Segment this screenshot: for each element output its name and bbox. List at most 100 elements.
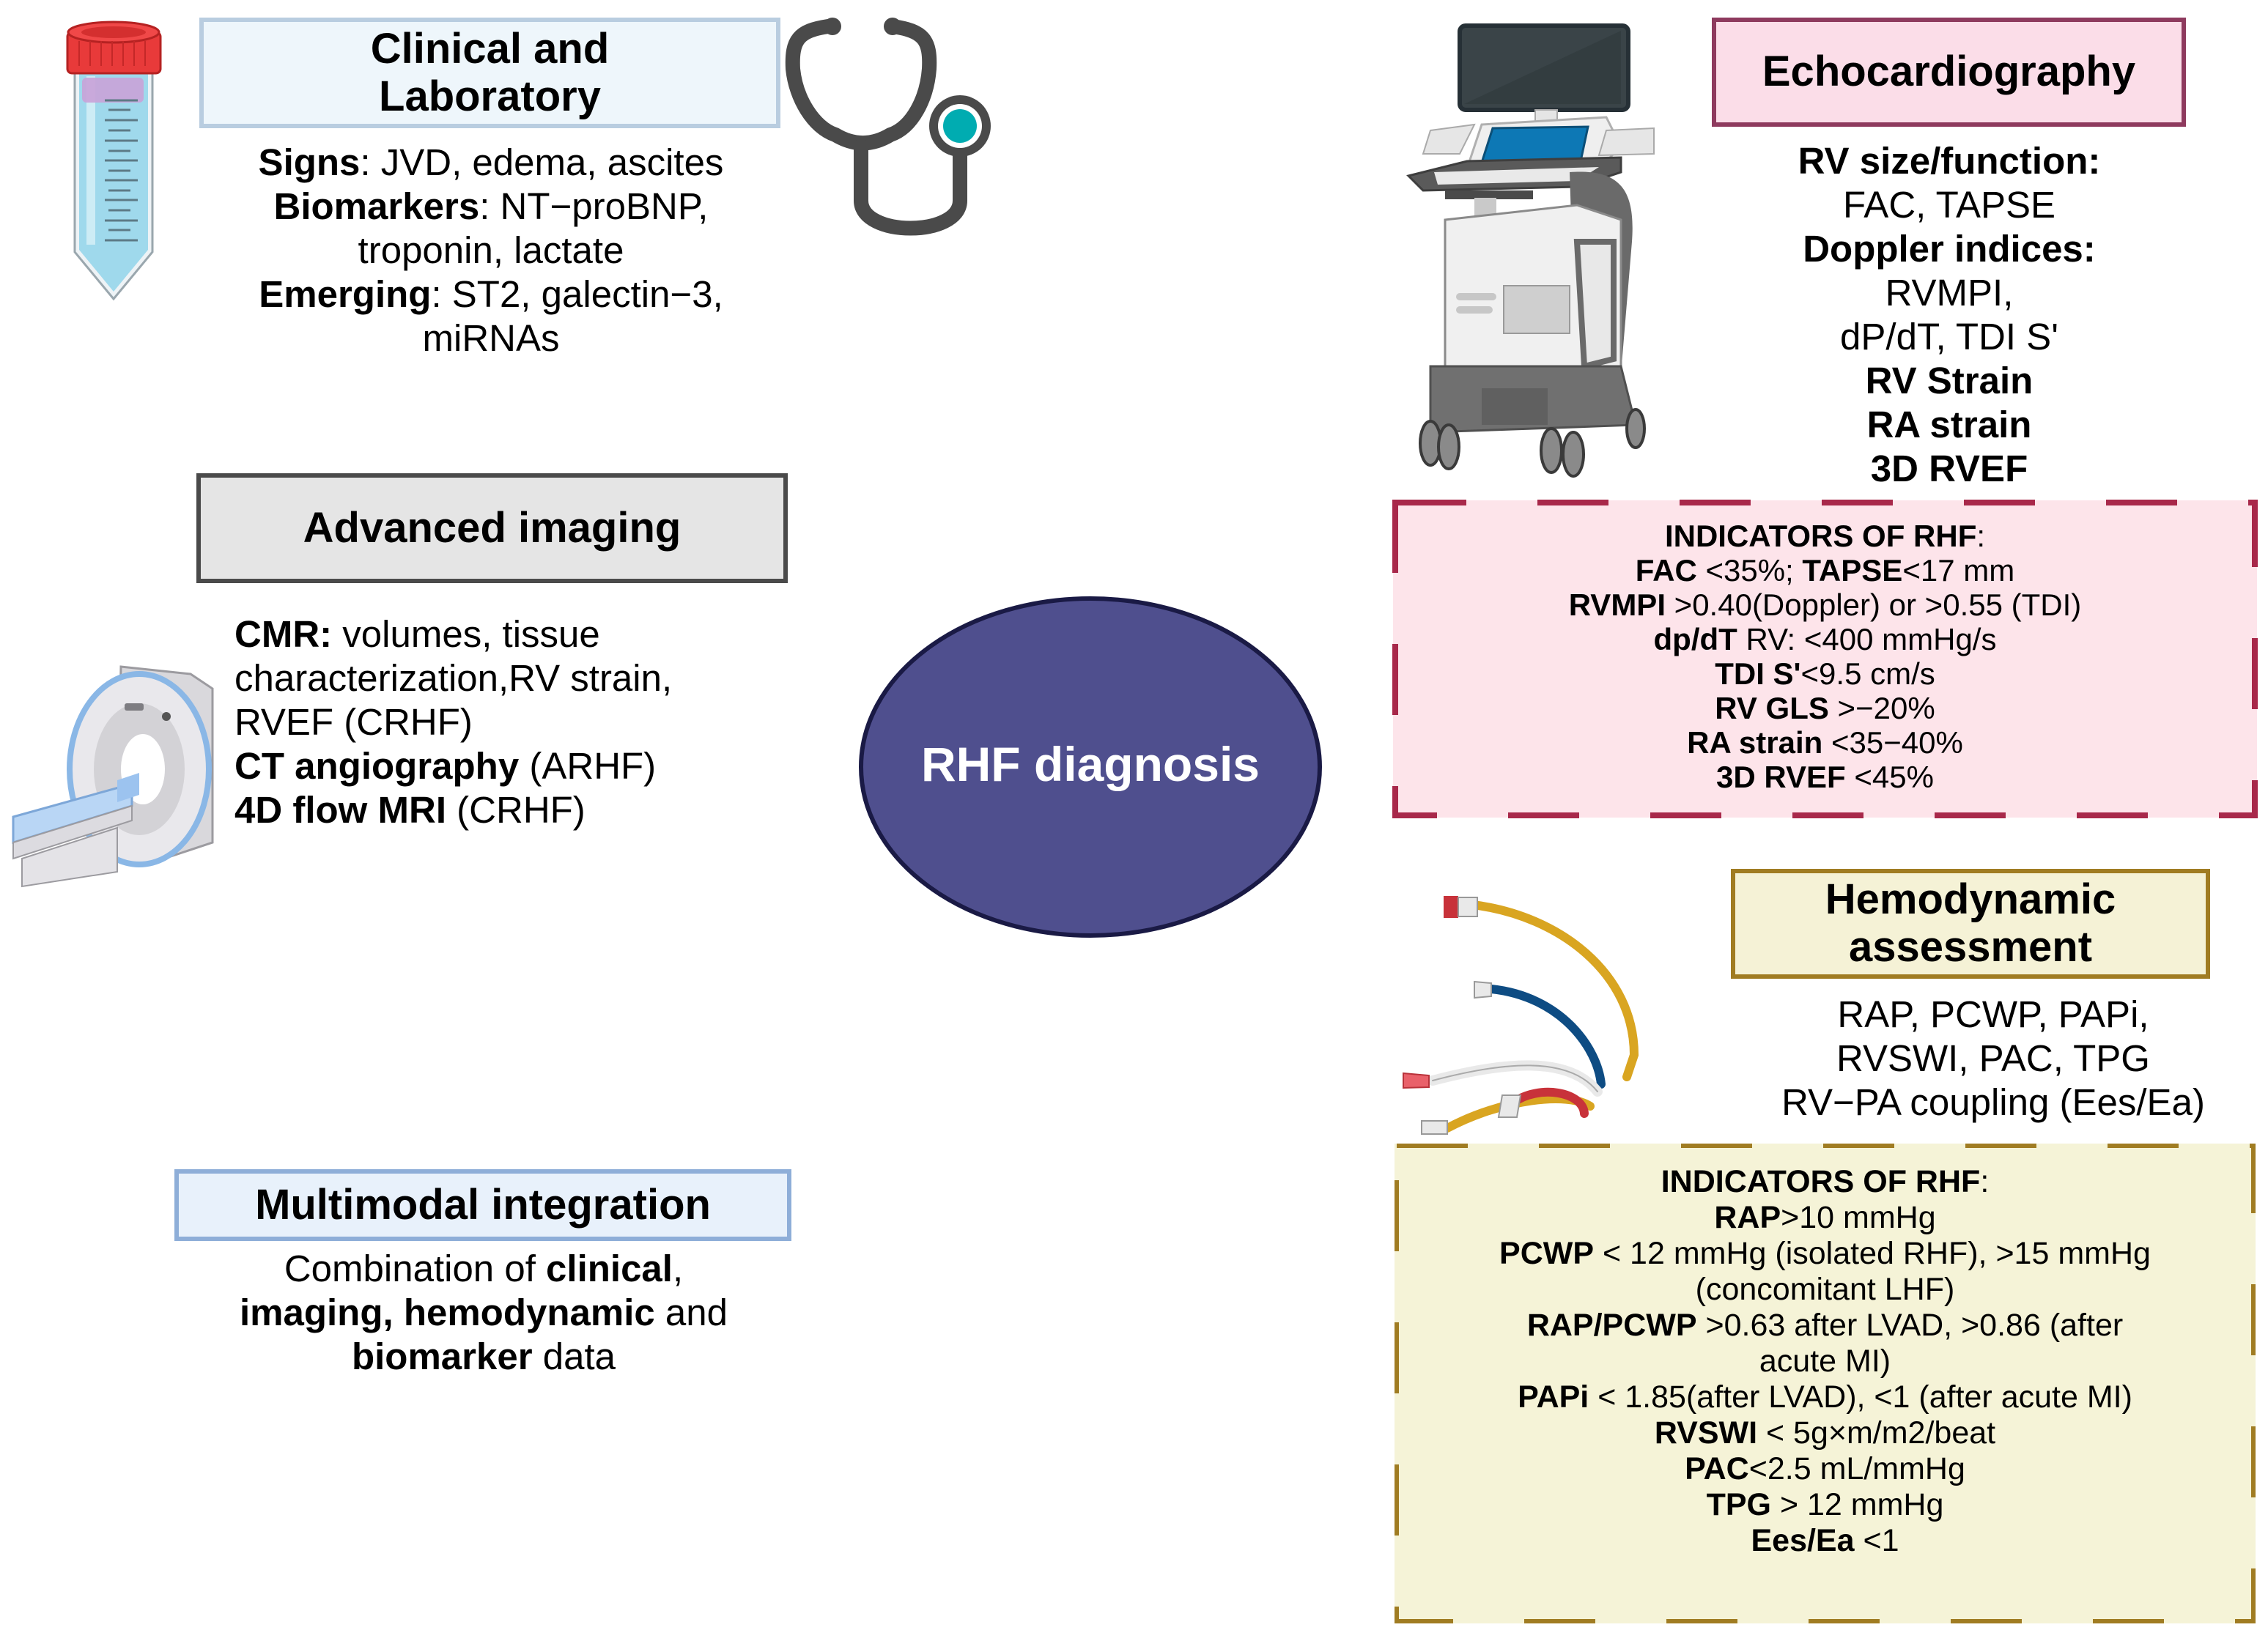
bold-term: dp/dT: [1653, 622, 1737, 656]
text-run: : JVD, edema, ascites: [360, 141, 724, 183]
bold-term: 3D RVEF: [1870, 448, 2028, 489]
text-run: acute MI): [1759, 1344, 1891, 1379]
text-line: TPG > 12 mmHg: [1395, 1487, 2256, 1523]
text-line: INDICATORS OF RHF:: [1393, 519, 2257, 553]
text-run: RVSWI, PAC, TPG: [1836, 1037, 2150, 1079]
text-line: acute MI): [1395, 1344, 2256, 1379]
advanced-title: Advanced imaging: [303, 503, 681, 552]
bold-term: CMR:: [234, 613, 333, 655]
text-line: RVSWI < 5g×m/m2/beat: [1395, 1415, 2256, 1451]
text-run: <17 mm: [1902, 553, 2015, 588]
text-line: INDICATORS OF RHF:: [1395, 1164, 2256, 1200]
bold-term: PAPi: [1518, 1379, 1589, 1415]
text-line: Doppler indices:: [1707, 227, 2191, 271]
echo-title: Echocardiography: [1762, 48, 2136, 96]
bold-term: TAPSE: [1802, 553, 1903, 588]
bold-term: RV Strain: [1865, 360, 2034, 401]
hemo-indicators-border: [1395, 1144, 2256, 1623]
bold-term: Ees/Ea: [1751, 1523, 1855, 1558]
text-run: characterization,RV strain,: [234, 657, 673, 699]
multimodal-body: Combination of clinical,imaging, hemodyn…: [161, 1247, 806, 1379]
bold-term: CT angiography: [234, 745, 520, 787]
text-line: RVEF (CRHF): [234, 700, 791, 744]
text-line: dp/dT RV: <400 mmHg/s: [1393, 622, 2257, 656]
text-run: :: [1980, 1164, 1990, 1199]
clinical-laboratory-header: Clinical and Laboratory: [199, 18, 780, 128]
bold-term: INDICATORS OF RHF: [1664, 519, 1977, 553]
text-run: RVMPI,: [1885, 272, 2014, 314]
catheter-icon: [1403, 896, 1639, 1135]
bold-term: Emerging: [259, 273, 432, 315]
text-line: Combination of clinical,: [161, 1247, 806, 1291]
bold-term: RVMPI: [1568, 588, 1666, 622]
text-run: RV: <400 mmHg/s: [1737, 622, 1997, 656]
stethoscope-icon: [785, 18, 991, 236]
text-line: Ees/Ea <1: [1395, 1523, 2256, 1559]
bold-term: RV GLS: [1715, 691, 1829, 725]
text-run: RVEF (CRHF): [234, 701, 473, 743]
text-line: miRNAs: [176, 316, 806, 360]
text-line: RVSWI, PAC, TPG: [1744, 1037, 2242, 1081]
text-line: RV Strain: [1707, 359, 2191, 403]
multimodal-integration-header: Multimodal integration: [174, 1169, 791, 1241]
text-run: RV−PA coupling (Ees/Ea): [1781, 1081, 2205, 1123]
text-run: (concomitant LHF): [1695, 1272, 1955, 1307]
text-run: data: [532, 1336, 616, 1377]
text-line: CT angiography (ARHF): [234, 744, 791, 788]
text-line: PCWP < 12 mmHg (isolated RHF), >15 mmHg: [1395, 1236, 2256, 1272]
mri-scanner-icon: [12, 665, 214, 888]
text-line: RV size/function:: [1707, 139, 2191, 183]
bold-term: RV size/function:: [1798, 140, 2101, 182]
bold-term: RA strain: [1687, 725, 1823, 760]
advanced-imaging-header: Advanced imaging: [196, 473, 788, 583]
text-run: (ARHF): [519, 745, 657, 787]
text-line: RAP/PCWP >0.63 after LVAD, >0.86 (after: [1395, 1308, 2256, 1344]
bold-term: biomarker: [351, 1336, 533, 1377]
bold-term: Doppler indices:: [1803, 228, 2096, 270]
text-run: <2.5 mL/mmHg: [1748, 1451, 1965, 1486]
text-run: RAP, PCWP, PAPi,: [1837, 993, 2149, 1035]
bold-term: Signs: [258, 141, 361, 183]
center-ellipse-shape: [859, 596, 1322, 938]
hemo-title-line2: assessment: [1848, 923, 2093, 971]
text-run: ,: [672, 1248, 684, 1289]
text-run: miRNAs: [422, 317, 560, 359]
text-run: >−20%: [1828, 691, 1935, 725]
rhf-diagnosis-ellipse: [859, 596, 1322, 938]
text-line: 3D RVEF <45%: [1393, 760, 2257, 794]
bold-term: RA strain: [1866, 404, 2032, 445]
hemo-title-line1: Hemodynamic: [1825, 875, 2116, 924]
bold-term: FAC: [1635, 553, 1697, 588]
text-run: < 5g×m/m2/beat: [1757, 1415, 1996, 1451]
text-run: <45%: [1845, 760, 1934, 794]
text-run: troponin, lactate: [358, 229, 624, 271]
bold-term: Biomarkers: [273, 185, 480, 227]
text-run: < 12 mmHg (isolated RHF), >15 mmHg: [1594, 1236, 2151, 1271]
test-tube-icon: [66, 21, 162, 301]
text-run: <35−40%: [1822, 725, 1963, 760]
text-run: <1: [1854, 1523, 1899, 1558]
bold-term: clinical: [546, 1248, 673, 1289]
text-line: Signs: JVD, edema, ascites: [176, 141, 806, 185]
clinical-title-line1: Clinical and: [370, 24, 610, 73]
text-run: and: [654, 1292, 728, 1333]
text-line: RAP>10 mmHg: [1395, 1200, 2256, 1236]
bold-term: imaging, hemodynamic: [239, 1292, 655, 1333]
bold-term: 4D flow MRI: [234, 789, 446, 831]
text-run: <9.5 cm/s: [1800, 656, 1935, 691]
text-line: TDI S'<9.5 cm/s: [1393, 656, 2257, 691]
text-run: >0.63 after LVAD, >0.86 (after: [1696, 1308, 2124, 1343]
text-line: (concomitant LHF): [1395, 1272, 2256, 1308]
text-line: RA strain: [1707, 403, 2191, 447]
ultrasound-machine-icon: [1406, 23, 1655, 478]
bold-term: PCWP: [1499, 1236, 1595, 1271]
text-run: (CRHF): [446, 789, 586, 831]
text-run: >0.40(Doppler) or >0.55 (TDI): [1666, 588, 2082, 622]
text-line: RVMPI >0.40(Doppler) or >0.55 (TDI): [1393, 588, 2257, 622]
text-run: > 12 mmHg: [1771, 1487, 1944, 1522]
